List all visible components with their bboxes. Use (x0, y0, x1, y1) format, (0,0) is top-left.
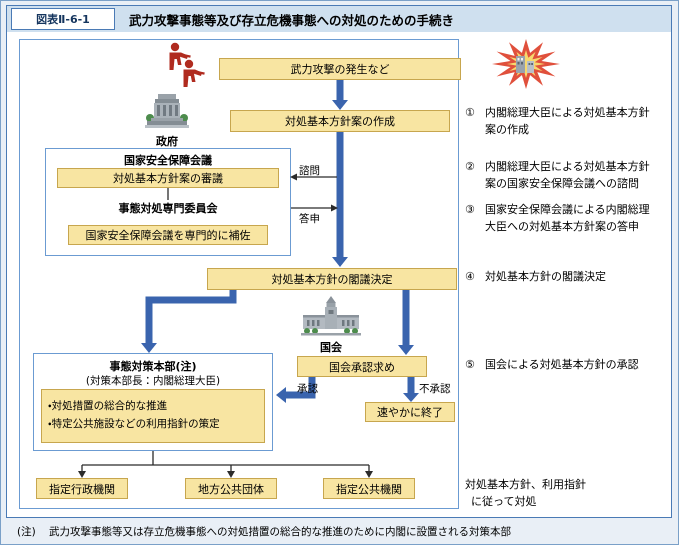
government-label: 政府 (156, 135, 178, 148)
local-governments-box: 地方公共団体 (185, 478, 277, 499)
annotation-number: ⑤ (465, 358, 475, 371)
footnote-prefix: (注) (17, 526, 36, 538)
nsc-committee-title: 事態対処専門委員会 (118, 202, 218, 215)
annotation-number: ② (465, 160, 475, 173)
attackers-icon (164, 41, 206, 89)
nsc-title: 国家安全保障会議 (124, 154, 212, 167)
diet-building-icon (301, 295, 361, 337)
government-building-icon (145, 92, 189, 132)
footnote: (注) 武力攻撃事態等又は存立危機事態への対処措置の総合的な推進のために内閣に設… (17, 524, 511, 539)
annotation-1: ① 内閣総理大臣による対処基本方針案の作成 (465, 105, 667, 138)
follow-policy-line2: に従って対処 (471, 494, 537, 508)
figure-number-label: 図表Ⅱ-6-1 (11, 8, 115, 30)
annotation-2: ② 内閣総理大臣による対処基本方針案の国家安全保障会議への諮問 (465, 159, 667, 192)
annotation-number: ④ (465, 270, 475, 283)
designated-admin-agencies-box: 指定行政機関 (36, 478, 128, 499)
diet-label: 国会 (320, 341, 342, 354)
not-approved-label: 不承認 (419, 383, 451, 395)
designated-public-institutions-box: 指定公共機関 (323, 478, 415, 499)
figure-header: 図表Ⅱ-6-1 武力攻撃事態等及び存立危機事態への対処のための手続き (7, 6, 671, 32)
annotation-number: ③ (465, 203, 475, 216)
hq-task-item: ・対処措置の総合的な推進 (48, 400, 168, 413)
follow-policy-note: 対処基本方針、利用指針 に従って対処 (465, 477, 586, 510)
follow-policy-line1: 対処基本方針、利用指針 (465, 478, 586, 491)
cabinet-decision-box: 対処基本方針の閣議決定 (207, 268, 457, 290)
attack-occurrence-box: 武力攻撃の発生など (219, 58, 461, 80)
figure-title: 武力攻撃事態等及び存立危機事態への対処のための手続き (129, 12, 455, 28)
annotation-text: 対処基本方針の閣議決定 (485, 270, 606, 283)
nsc-deliberation-box: 対処基本方針案の審議 (57, 168, 279, 188)
annotation-4: ④ 対処基本方針の閣議決定 (465, 269, 667, 286)
annotation-text: 内閣総理大臣による対処基本方針案の作成 (485, 106, 650, 136)
consult-label: 諮問 (299, 165, 320, 177)
approved-label: 承認 (297, 383, 318, 395)
nsc-assist-box: 国家安全保障会議を専門的に補佐 (68, 225, 268, 245)
annotation-text: 国会による対処基本方針の承認 (485, 358, 639, 371)
hq-subtitle: (対策本部長：内閣総理大臣) (85, 375, 221, 387)
reply-label: 答申 (299, 213, 320, 225)
hq-task-item: ・特定公共施設などの利用指針の策定 (48, 418, 220, 430)
annotation-5: ⑤ 国会による対処基本方針の承認 (465, 357, 667, 374)
diet-approval-request-box: 国会承認求め (297, 356, 427, 377)
explosion-icon (490, 37, 562, 91)
annotation-number: ① (465, 106, 475, 119)
annotation-3: ③ 国家安全保障会議による内閣総理大臣への対処基本方針案の答申 (465, 202, 667, 235)
annotation-text: 内閣総理大臣による対処基本方針案の国家安全保障会議への諮問 (485, 160, 650, 190)
draft-policy-box: 対処基本方針案の作成 (230, 110, 450, 132)
annotation-text: 国家安全保障会議による内閣総理大臣への対処基本方針案の答申 (485, 203, 650, 233)
hq-tasks-box: ・対処措置の総合的な推進 ・特定公共施設などの利用指針の策定 (41, 389, 265, 443)
prompt-termination-box: 速やかに終了 (365, 402, 455, 422)
hq-title: 事態対策本部(注) (109, 360, 197, 373)
footnote-text: 武力攻撃事態等又は存立危機事態への対処措置の総合的な推進のために内閣に設置される… (49, 526, 511, 538)
